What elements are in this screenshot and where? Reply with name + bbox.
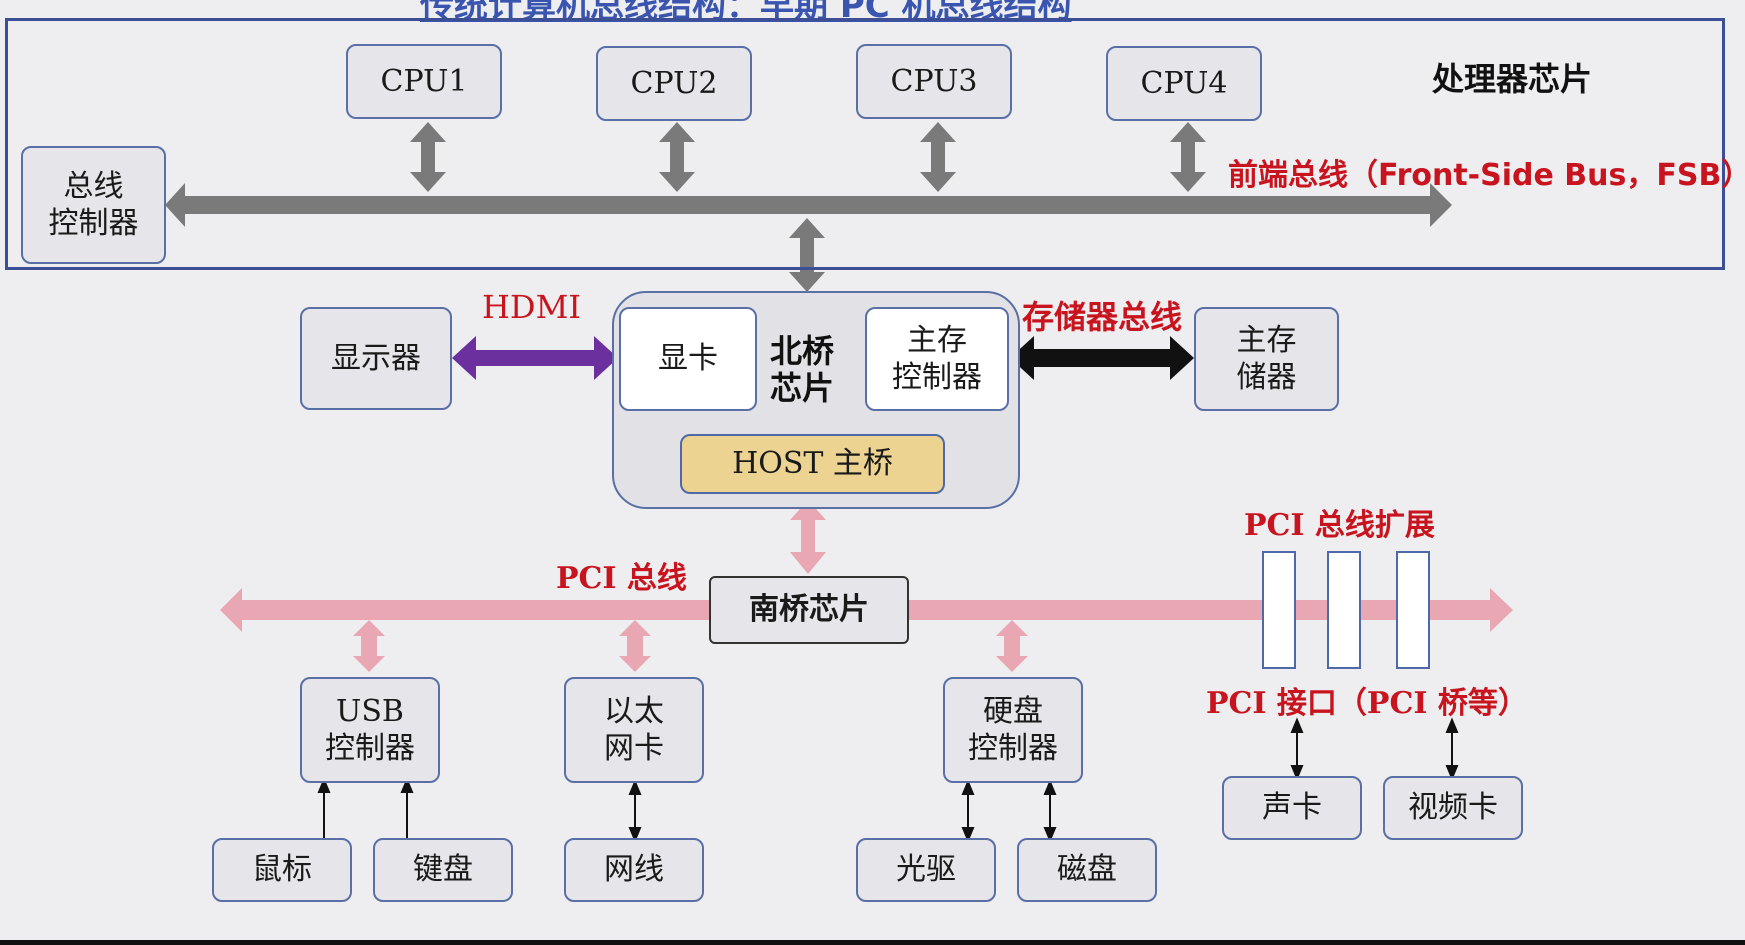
network-cable-box: 网线 <box>564 838 704 902</box>
cpu3-fsb-arrow <box>920 122 956 192</box>
disk-arrowhead-top <box>1043 779 1057 795</box>
ethernet-cable-arrowhead-bottom <box>628 827 642 843</box>
disk-box: 磁盘 <box>1017 838 1157 902</box>
cpu3-box: CPU3 <box>856 44 1012 119</box>
main-memory-box: 主存 储器 <box>1194 307 1339 411</box>
processor-chip-frame <box>5 18 1725 270</box>
memory-bus-label: 存储器总线 <box>1022 298 1183 336</box>
disk-arrowhead-bottom <box>1043 827 1057 843</box>
display-box: 显示器 <box>300 307 452 410</box>
mouse-usb-arrowhead <box>317 777 331 793</box>
keyboard-box: 键盘 <box>373 838 513 902</box>
sound-card-arrowhead-top <box>1290 717 1304 733</box>
memory-bus-arrow <box>1010 336 1194 380</box>
pci-slot-1 <box>1262 551 1296 669</box>
ethernet-card-box: 以太 网卡 <box>564 677 704 783</box>
cpu1-box: CPU1 <box>346 44 502 119</box>
graphics-card-box: 显卡 <box>619 307 757 411</box>
pci-slot-2 <box>1327 551 1361 669</box>
cpu2-fsb-arrow <box>659 122 695 192</box>
pci-interface-label: PCI 接口（PCI 桥等） <box>1206 686 1528 721</box>
video-card-box: 视频卡 <box>1383 776 1523 840</box>
fsb-northbridge-arrow <box>789 218 825 292</box>
disk-controller-box: 硬盘 控制器 <box>943 677 1083 783</box>
mouse-box: 鼠标 <box>212 838 352 902</box>
optical-drive-arrowhead-bottom <box>961 827 975 843</box>
processor-chip-label: 处理器芯片 <box>1432 60 1593 98</box>
keyboard-usb-arrowhead <box>400 777 414 793</box>
usb-controller-box: USB 控制器 <box>300 677 440 783</box>
pci-expansion-label: PCI 总线扩展 <box>1244 508 1435 543</box>
cpu1-fsb-arrow <box>410 122 446 192</box>
hdmi-label: HDMI <box>482 288 581 326</box>
hdmi-arrow <box>452 336 618 380</box>
optical-drive-box: 光驱 <box>856 838 996 902</box>
northbridge-southbridge-arrow <box>790 500 826 574</box>
memory-controller-box: 主存 控制器 <box>865 307 1009 411</box>
cpu4-box: CPU4 <box>1106 46 1262 121</box>
pci-slot-3 <box>1396 551 1430 669</box>
fsb-bus-arrow <box>165 183 1452 227</box>
sound-card-box: 声卡 <box>1222 776 1362 840</box>
host-bridge-box: HOST 主桥 <box>680 434 945 494</box>
pci-bus-label: PCI 总线 <box>556 561 687 596</box>
video-card-arrowhead-top <box>1445 717 1459 733</box>
northbridge-label: 北桥 芯片 <box>770 332 835 407</box>
video-card-arrowhead-bottom <box>1445 765 1459 781</box>
cpu4-fsb-arrow <box>1170 122 1206 192</box>
southbridge-box: 南桥芯片 <box>709 576 909 644</box>
sound-card-arrowhead-bottom <box>1290 765 1304 781</box>
pci-usb-arrow <box>353 620 385 672</box>
ethernet-cable-arrowhead-top <box>628 779 642 795</box>
fsb-label: 前端总线（Front-Side Bus，FSB） <box>1228 158 1745 193</box>
cpu2-box: CPU2 <box>596 46 752 121</box>
bottom-edge-bar <box>0 940 1745 945</box>
pci-ethernet-arrow <box>619 620 651 672</box>
top-title: 传统计算机总线结构：早期 PC 机总线结构 <box>420 0 1072 26</box>
bus-controller-box: 总线 控制器 <box>21 146 166 264</box>
pci-disk-controller-arrow <box>996 620 1028 672</box>
optical-drive-arrowhead-top <box>961 779 975 795</box>
